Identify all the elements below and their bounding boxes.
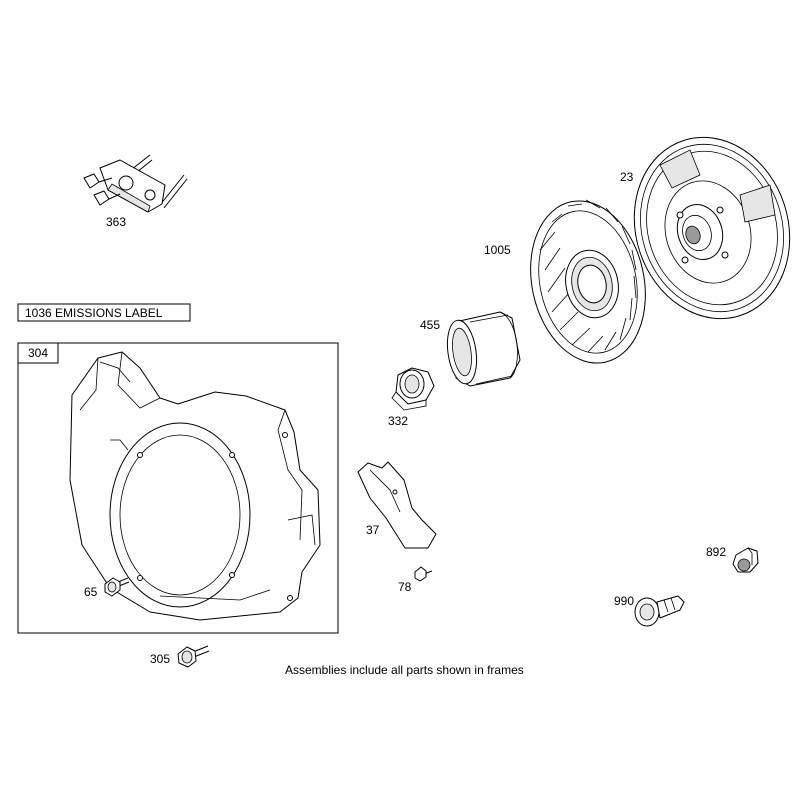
callout-78: 78 <box>398 580 412 594</box>
part-304-blower-housing <box>69 351 321 621</box>
callout-65: 65 <box>84 585 98 599</box>
callout-990: 990 <box>614 594 634 608</box>
callout-305: 305 <box>150 652 170 666</box>
part-332-nut <box>391 367 435 411</box>
part-23-flywheel <box>633 136 791 320</box>
part-65-screw <box>104 577 130 597</box>
callout-37: 37 <box>366 523 380 537</box>
callout-332: 332 <box>388 414 408 428</box>
part-1005-fan <box>530 199 646 364</box>
part-305-bolt <box>177 645 210 668</box>
callout-304: 304 <box>28 346 48 360</box>
emissions-label-text: 1036 EMISSIONS LABEL <box>25 306 163 320</box>
emissions-label-box: 1036 EMISSIONS LABEL <box>17 303 191 322</box>
callout-892: 892 <box>706 545 726 559</box>
assemblies-note: Assemblies include all parts shown in fr… <box>285 663 524 677</box>
callout-363: 363 <box>106 215 126 229</box>
part-892-plug <box>732 547 759 573</box>
callout-23: 23 <box>620 170 634 184</box>
part-990-fastener <box>634 595 685 627</box>
part-455-cup <box>446 311 521 387</box>
part-78-screw <box>414 566 433 582</box>
callout-455: 455 <box>420 318 440 332</box>
callout-1005: 1005 <box>484 243 511 257</box>
assembly-frame-304: 304 <box>17 342 339 634</box>
part-363-bracket <box>83 154 188 213</box>
part-37-baffle <box>357 461 437 549</box>
